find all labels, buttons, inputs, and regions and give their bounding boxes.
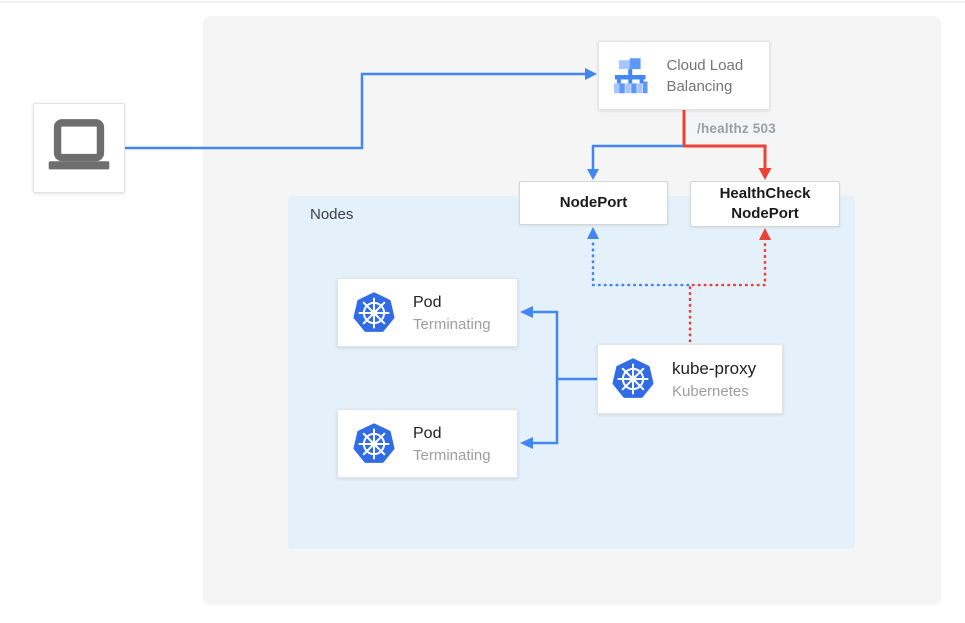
cloud-load-balancing-icon [613, 57, 648, 93]
top-divider [0, 1, 965, 3]
kube-proxy-node: kube-proxy Kubernetes [597, 344, 783, 414]
kubernetes-icon [612, 358, 654, 398]
nodeport-node: NodePort [519, 181, 668, 225]
kubernetes-icon [353, 422, 395, 463]
kube-proxy-subtitle: Kubernetes [672, 382, 749, 400]
pod-title: Pod [413, 424, 442, 442]
kube-proxy-title: kube-proxy [672, 358, 757, 378]
pod-status: Terminating [413, 446, 491, 464]
pod-title: Pod [413, 293, 442, 311]
kubernetes-icon [353, 291, 395, 332]
pod-terminating-2: Pod Terminating [337, 409, 518, 478]
pod-terminating-1: Pod Terminating [337, 278, 518, 347]
cloud-load-balancing-node: Cloud Load Balancing [598, 41, 770, 110]
healthcheck-nodeport-node: HealthCheck NodePort [690, 181, 840, 227]
pod-status: Terminating [413, 315, 491, 333]
client-node [33, 103, 125, 193]
laptop-icon [48, 119, 110, 170]
healthz-503-label: /healthz 503 [697, 121, 776, 136]
cloud-load-balancing-label: Cloud Load Balancing [666, 56, 744, 95]
nodes-group-label: Nodes [310, 206, 354, 223]
